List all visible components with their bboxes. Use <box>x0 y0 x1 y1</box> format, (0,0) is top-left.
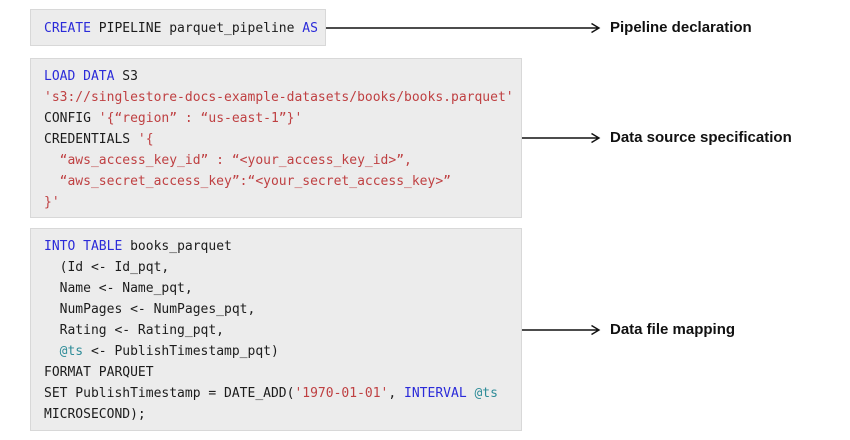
code-segment-text: CREDENTIALS <box>44 132 138 147</box>
code-segment-text: FORMAT PARQUET <box>44 365 154 380</box>
code-line: FORMAT PARQUET <box>44 362 517 383</box>
code-segment-text: S3 <box>114 69 138 84</box>
code-segment-text: books_parquet <box>122 239 232 254</box>
code-line: @ts <- PublishTimestamp_pqt) <box>44 341 517 362</box>
code-segment-string: }' <box>44 195 60 210</box>
code-segment-text: , <box>388 386 405 401</box>
code-segment-text <box>44 344 60 359</box>
code-block-pipeline-declaration: CREATE PIPELINE parquet_pipeline AS <box>30 9 326 46</box>
code-line: }' <box>44 192 517 213</box>
code-line: “aws_access_key_id” : “<your_access_key_… <box>44 150 517 171</box>
code-segment-variable: @ts <box>474 386 498 401</box>
code-line: (Id <- Id_pqt, <box>44 257 517 278</box>
code-segment-string: 's3://singlestore-docs-example-datasets/… <box>44 90 514 105</box>
code-line: Name <- Name_pqt, <box>44 278 517 299</box>
code-line: Rating <- Rating_pqt, <box>44 320 517 341</box>
code-line: INTO TABLE books_parquet <box>44 236 517 257</box>
arrow-to-pipeline-declaration <box>326 22 601 34</box>
code-segment-text: CONFIG <box>44 111 99 126</box>
code-block-data-source-specification: LOAD DATA S3 's3://singlestore-docs-examp… <box>30 58 522 218</box>
code-line: CONFIG '{“region” : “us-east-1”}' <box>44 108 517 129</box>
code-segment-keyword: INTERVAL <box>404 386 467 401</box>
code-segment-variable: @ts <box>59 344 84 359</box>
code-segment-string: “aws_access_key_id” : “<your_access_key_… <box>44 153 412 168</box>
code-line: 's3://singlestore-docs-example-datasets/… <box>44 87 517 108</box>
code-segment-text: SET PublishTimestamp = DATE_ADD( <box>44 386 295 401</box>
code-segment-text: Name <- Name_pqt, <box>44 281 193 296</box>
code-segment-keyword: AS <box>302 21 318 36</box>
code-segment-string: '{“region” : “us-east-1”}' <box>98 111 303 126</box>
code-segment-string: '1970-01-01' <box>294 386 389 401</box>
code-line: CREATE PIPELINE parquet_pipeline AS <box>44 18 321 39</box>
code-segment-text: Rating <- Rating_pqt, <box>44 323 225 338</box>
arrow-to-data-source-specification <box>522 132 601 144</box>
code-line: NumPages <- NumPages_pqt, <box>44 299 517 320</box>
code-segment-string: “aws_secret_access_key”:“<your_secret_ac… <box>44 174 451 189</box>
code-line: CREDENTIALS '{ <box>44 129 517 150</box>
code-line: MICROSECOND); <box>44 404 517 425</box>
arrow-to-data-file-mapping <box>522 324 601 336</box>
code-line: LOAD DATA S3 <box>44 66 517 87</box>
code-segment-text: (Id <- Id_pqt, <box>44 260 170 275</box>
annotation-data-file-mapping: Data file mapping <box>610 321 736 338</box>
code-segment-text: PIPELINE parquet_pipeline <box>90 21 303 36</box>
code-segment-text: MICROSECOND); <box>44 407 146 422</box>
annotation-pipeline-declaration: Pipeline declaration <box>610 19 752 36</box>
code-segment-keyword: LOAD DATA <box>44 69 115 84</box>
code-line: “aws_secret_access_key”:“<your_secret_ac… <box>44 171 517 192</box>
code-segment-keyword: INTO TABLE <box>44 239 123 254</box>
code-block-data-file-mapping: INTO TABLE books_parquet (Id <- Id_pqt, … <box>30 228 522 431</box>
code-segment-string: '{ <box>137 132 154 147</box>
annotation-data-source-specification: Data source specification <box>610 129 792 146</box>
code-segment-keyword: CREATE <box>44 21 91 36</box>
code-line: SET PublishTimestamp = DATE_ADD('1970-01… <box>44 383 517 404</box>
code-segment-text: <- PublishTimestamp_pqt) <box>83 344 279 359</box>
code-segment-text: NumPages <- NumPages_pqt, <box>44 302 256 317</box>
